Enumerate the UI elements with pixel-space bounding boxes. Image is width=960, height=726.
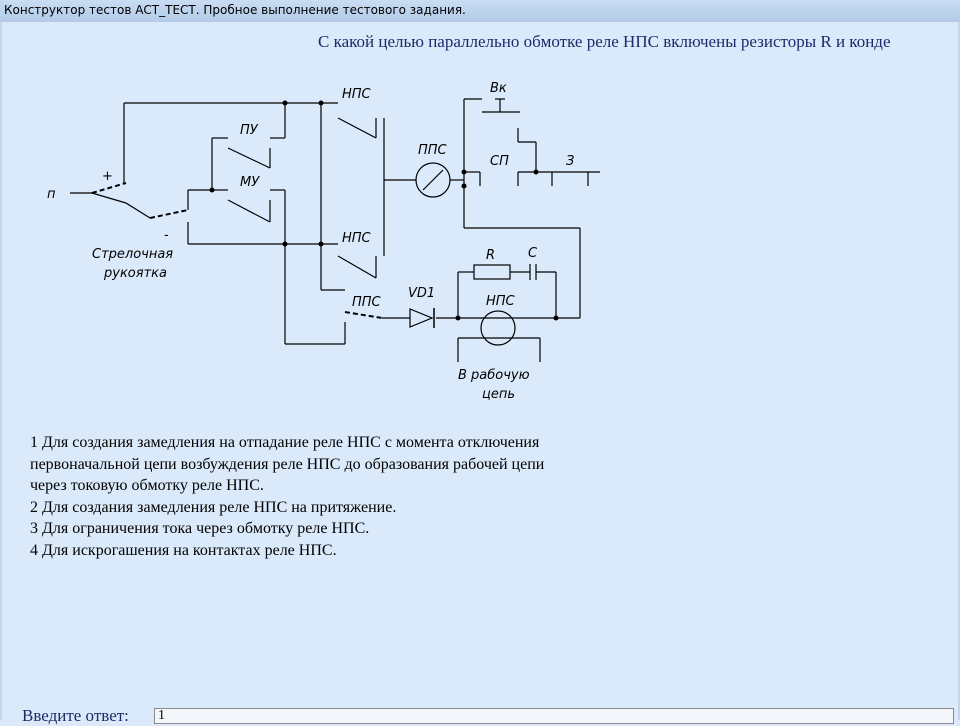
answer-option-2: 2 Для создания замедления реле НПС на пр… — [30, 498, 397, 516]
label-minus: - — [164, 228, 169, 243]
answer-option-1: 1 Для создания замедления на отпадание р… — [30, 434, 545, 494]
answer-input[interactable] — [154, 708, 954, 724]
label-pu: ПУ — [240, 123, 259, 138]
label-pps-contact: ППС — [352, 295, 382, 310]
label-work-1: В рабочую — [458, 368, 530, 383]
answer-options: 1 Для создания замедления на отпадание р… — [30, 432, 670, 561]
label-nps-mid: НПС — [342, 231, 372, 246]
label-nps-top: НПС — [342, 87, 372, 102]
question-text: С какой целью параллельно обмотке реле Н… — [318, 32, 891, 51]
window-titlebar: Конструктор тестов АСТ_ТЕСТ. Пробное вып… — [0, 0, 960, 23]
window-title: Конструктор тестов АСТ_ТЕСТ. Пробное вып… — [4, 3, 466, 17]
answer-option-4: 4 Для искрогашения на контактах реле НПС… — [30, 541, 337, 559]
label-mu: МУ — [240, 175, 260, 190]
label-nps-coil: НПС — [486, 294, 516, 309]
label-vk: Вк — [490, 81, 507, 96]
circuit-diagram: п + - Стрелочная рукоятка ПУ МУ НПС НПС … — [47, 81, 600, 402]
label-plus: + — [102, 169, 113, 184]
answer-input-label: Введите ответ: — [22, 706, 129, 725]
label-sp: СП — [490, 154, 509, 169]
label-pps-relay: ППС — [418, 143, 448, 158]
label-work-2: цепь — [482, 387, 515, 402]
label-handle-2: рукоятка — [103, 266, 167, 281]
label-n: п — [47, 187, 56, 202]
label-c: C — [528, 246, 538, 261]
label-vd1: VD1 — [408, 286, 435, 301]
answer-option-3: 3 Для ограничения тока через обмотку рел… — [30, 520, 370, 537]
label-r: R — [486, 248, 495, 263]
window-content — [0, 22, 960, 720]
label-z: З — [566, 154, 574, 169]
label-handle-1: Стрелочная — [92, 247, 173, 262]
